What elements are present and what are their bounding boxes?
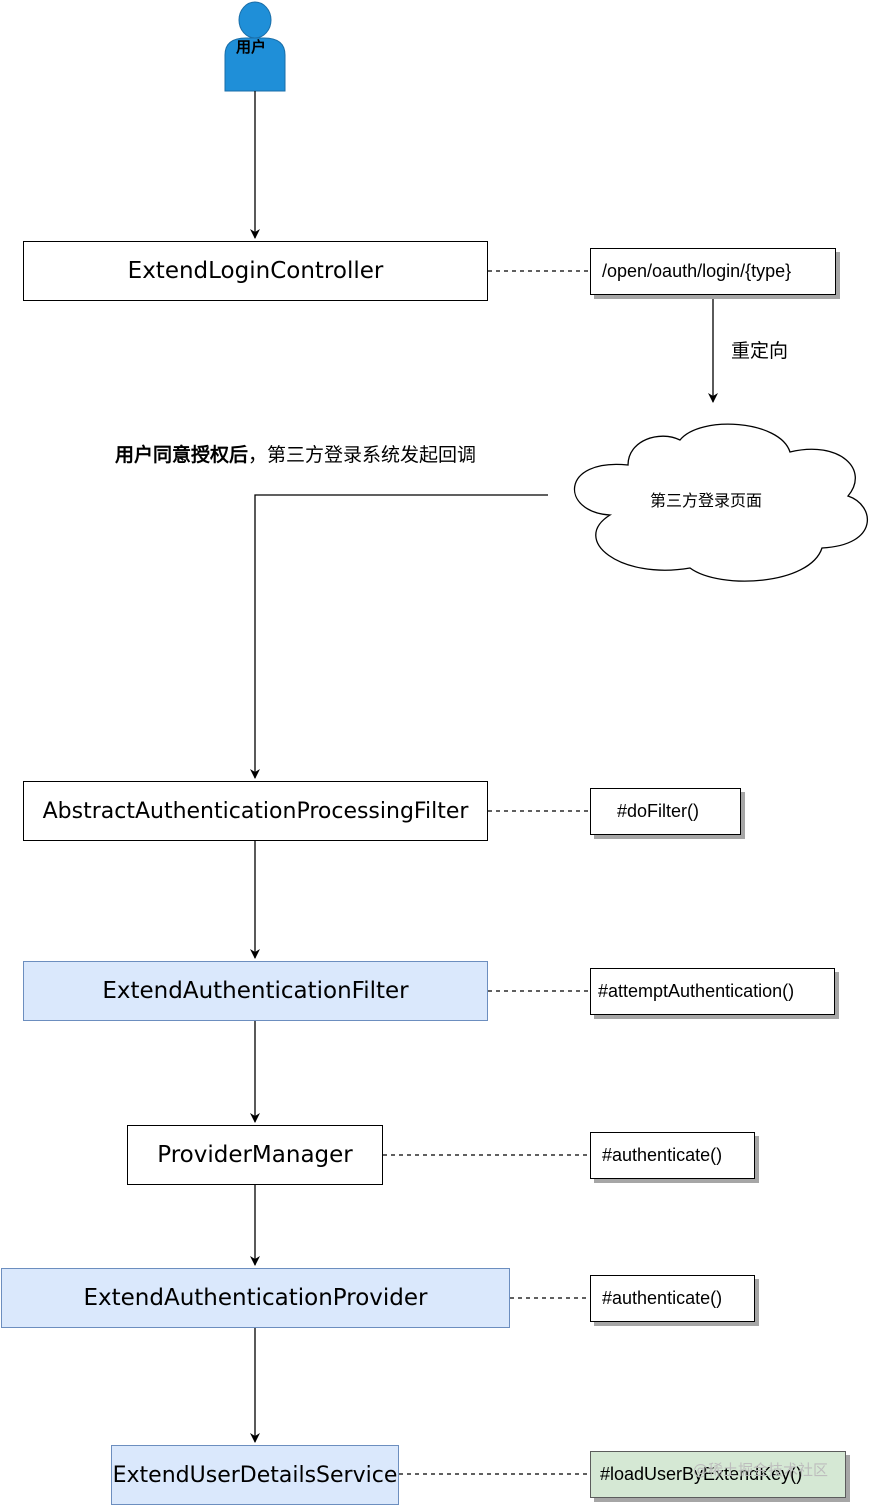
extend-user-details-service-box: ExtendUserDetailsService <box>111 1445 399 1505</box>
provider-manager-label: ProviderManager <box>157 1142 353 1168</box>
provider-manager-authenticate-note: #authenticate() <box>590 1132 755 1179</box>
attempt-authentication-text: #attemptAuthentication() <box>598 981 795 1001</box>
extend-authentication-filter-label: ExtendAuthenticationFilter <box>102 978 409 1004</box>
abstract-authentication-processing-filter-label: AbstractAuthenticationProcessingFilter <box>42 798 469 824</box>
redirect-label: 重定向 <box>731 340 789 362</box>
provider-authenticate-text: #authenticate() <box>602 1288 723 1308</box>
callback-label-text: ，第三方登录系统发起回调 <box>248 444 477 466</box>
third-party-login-cloud <box>574 423 868 582</box>
user-actor-label: 用户 <box>236 38 267 56</box>
do-filter-text: #doFilter() <box>617 801 700 821</box>
callback-label-bold: 用户同意授权后 <box>115 444 249 466</box>
load-user-by-extend-key-text: #loadUserByExtendKey() <box>600 1464 803 1484</box>
extend-authentication-provider-box: ExtendAuthenticationProvider <box>1 1268 510 1328</box>
arrow-callback <box>250 494 548 779</box>
load-user-by-extend-key-note: #loadUserByExtendKey() <box>590 1451 846 1498</box>
extend-authentication-filter-box: ExtendAuthenticationFilter <box>23 961 488 1021</box>
provider-authenticate-note: #authenticate() <box>590 1275 755 1322</box>
callback-label: 用户同意授权后，第三方登录系统发起回调 <box>115 440 476 467</box>
login-endpoint-text: /open/oauth/login/{type} <box>602 261 792 281</box>
extend-login-controller-box: ExtendLoginController <box>23 241 488 301</box>
abstract-authentication-processing-filter-box: AbstractAuthenticationProcessingFilter <box>23 781 488 841</box>
extend-user-details-service-label: ExtendUserDetailsService <box>112 1462 398 1488</box>
watermark-text: @稀土掘金技术社区 <box>693 1461 829 1479</box>
extend-login-controller-label: ExtendLoginController <box>127 258 384 284</box>
provider-manager-authenticate-text: #authenticate() <box>602 1145 723 1165</box>
do-filter-note: #doFilter() <box>590 788 741 835</box>
third-party-login-page-label: 第三方登录页面 <box>650 491 763 510</box>
provider-manager-box: ProviderManager <box>127 1125 383 1185</box>
user-actor-icon <box>224 1 286 92</box>
login-endpoint-note: /open/oauth/login/{type} <box>590 248 836 295</box>
attempt-authentication-note: #attemptAuthentication() <box>590 968 835 1015</box>
extend-authentication-provider-label: ExtendAuthenticationProvider <box>83 1285 428 1311</box>
